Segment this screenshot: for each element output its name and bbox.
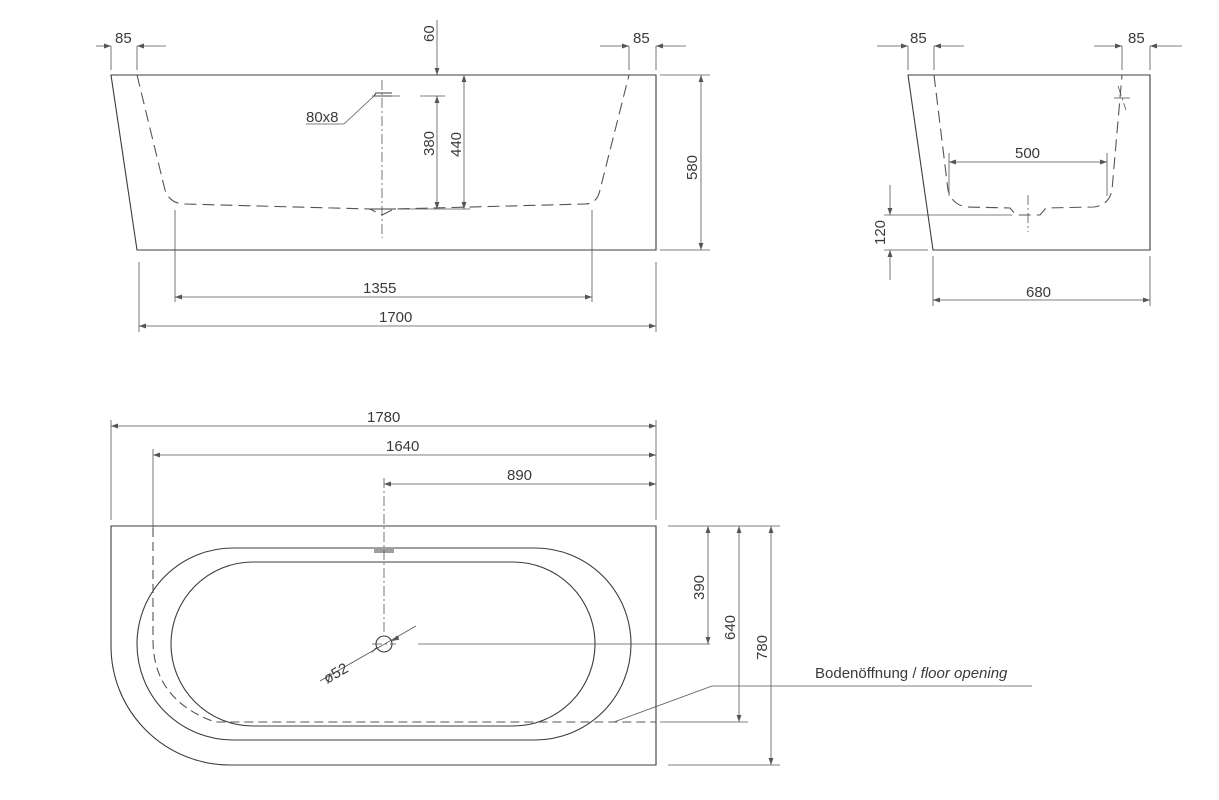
dim-plan-total-width: 780: [754, 635, 771, 660]
dim-plan-center: 890: [507, 467, 532, 484]
floor-opening-outline: [152, 528, 656, 723]
dim-side-inner-length: 1355: [363, 280, 396, 297]
dim-plan-opening-length: 1640: [386, 438, 419, 455]
dim-side-top: 60: [421, 25, 438, 42]
dim-end-width: 680: [1026, 284, 1051, 301]
overflow-slot: [373, 92, 392, 97]
dim-plan-drain-offset: 390: [691, 575, 708, 600]
dim-end-base-height: 120: [872, 220, 889, 245]
dim-side-height: 580: [684, 155, 701, 180]
dim-end-inner-width: 500: [1015, 145, 1040, 162]
dim-plan-total-length: 1780: [367, 409, 400, 426]
plan-view: ø52 1780 1640 890 390 640 780 Bodenöffnu…: [110, 409, 1032, 766]
floor-opening-label: Bodenöffnung / floor opening: [815, 665, 1008, 682]
dim-end-left-rim: 85: [910, 30, 927, 47]
dim-end-right-rim: 85: [1128, 30, 1145, 47]
overflow-label: 80x8: [306, 109, 339, 126]
side-view: 85 85 60 80x8 380 440 580 1355: [96, 20, 710, 332]
dim-side-inner-depth: 440: [448, 132, 465, 157]
dim-side-length: 1700: [379, 309, 412, 326]
drain-diameter-label: ø52: [321, 660, 352, 688]
dim-side-overflow-depth: 380: [421, 131, 438, 156]
end-view-outline: [907, 74, 1151, 251]
dim-side-right-rim: 85: [633, 30, 650, 47]
dim-side-left-rim: 85: [115, 30, 132, 47]
end-view: 85 85 500 120 680: [872, 30, 1182, 306]
side-view-outline: [110, 74, 657, 251]
dim-plan-opening-width: 640: [722, 615, 739, 640]
plan-view-outline: [110, 525, 657, 766]
